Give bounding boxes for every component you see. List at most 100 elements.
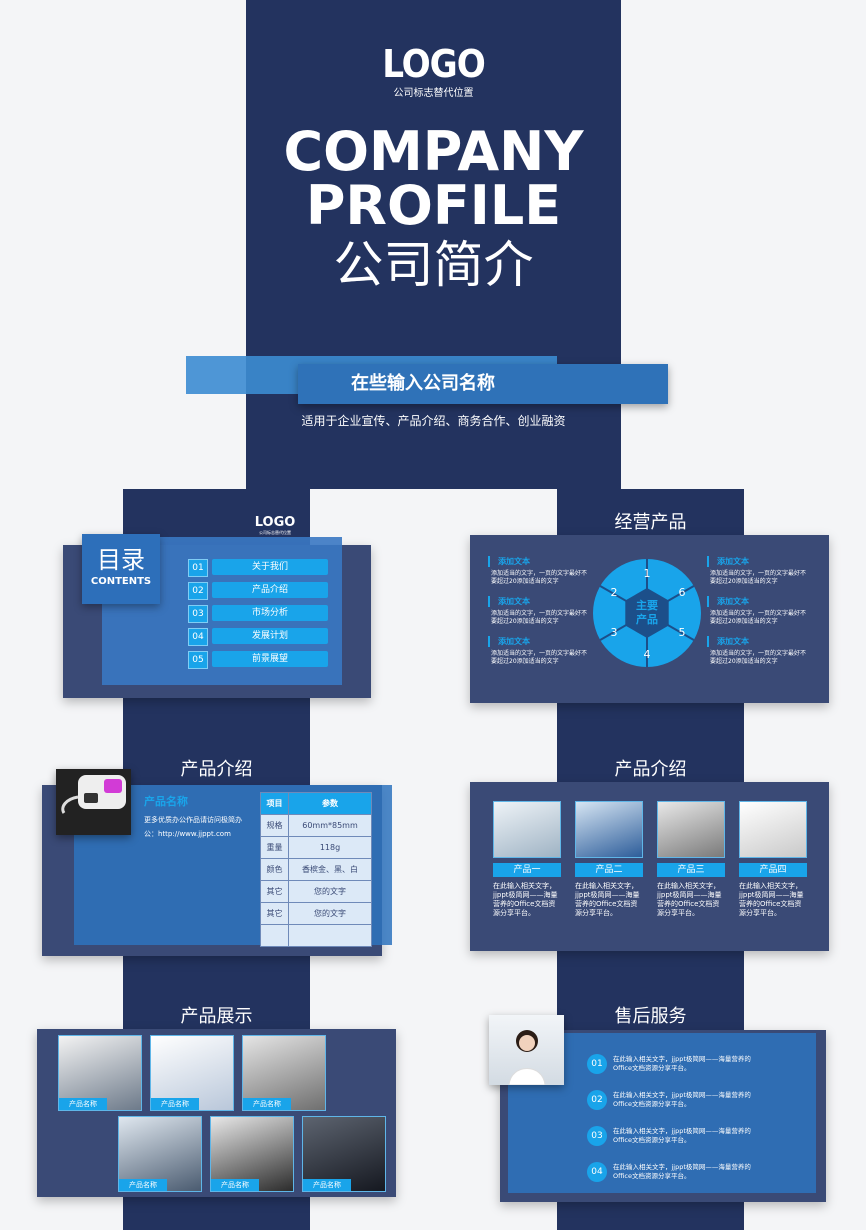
product-label: 产品一	[493, 863, 561, 877]
product-card[interactable]: 产品一 在此输入相关文字，jjppt极简网——海量营养的Office文档资源分享…	[493, 801, 561, 918]
item-label: 市场分析	[212, 605, 328, 621]
product-name: 产品名称	[144, 795, 188, 808]
cover-column	[246, 0, 621, 489]
wheel-center-label-1: 主要	[636, 598, 658, 612]
product-desc: 在此输入相关文字，jjppt极简网——海量营养的Office文档资源分享平台。	[575, 882, 640, 917]
item-label: 产品介绍	[212, 582, 328, 598]
logo-text: LOGO	[254, 515, 296, 530]
note-item: 添加文本 添加适当的文字，一页的文字最好不要超过20添加适当的文字	[488, 596, 588, 626]
table-cell: 其它	[260, 880, 289, 903]
service-number: 03	[587, 1126, 607, 1146]
note-body: 添加适当的文字，一页的文字最好不要超过20添加适当的文字	[491, 570, 588, 585]
table-cell: 您的文字	[288, 880, 372, 903]
item-number: 03	[188, 605, 208, 623]
note-head: 添加文本	[488, 596, 588, 607]
table-row: 其它您的文字	[260, 880, 372, 903]
showcase-item[interactable]: 产品名称	[210, 1116, 294, 1192]
showcase-label: 产品名称	[151, 1098, 199, 1110]
product-image	[739, 801, 807, 858]
service-text: 在此输入相关文字，jjppt极简网——海量营养的Office文档资源分享平台。	[613, 1055, 751, 1072]
list-item[interactable]: 05 前景展望	[188, 651, 328, 669]
list-item[interactable]: 04 发展计划	[188, 628, 328, 646]
intro1-text: 产品名称 更多优质办公作品请访问极简办公：http://www.jjppt.co…	[144, 793, 252, 841]
list-item[interactable]: 02 产品介绍	[188, 582, 328, 600]
logo-subtitle: 公司标志替代位置	[393, 88, 474, 99]
table-cell: 60mm*85mm	[288, 814, 372, 837]
table-cell: 118g	[288, 836, 372, 859]
service-item: 03 在此输入相关文字，jjppt极简网——海量营养的Office文档资源分享平…	[587, 1118, 757, 1154]
list-item[interactable]: 01 关于我们	[188, 559, 328, 577]
item-number: 01	[188, 559, 208, 577]
item-number: 02	[188, 582, 208, 600]
contents-heading-box: 目录 CONTENTS	[82, 534, 160, 604]
item-label: 关于我们	[212, 559, 328, 575]
note-head: 添加文本	[488, 556, 588, 567]
service-number: 01	[587, 1054, 607, 1074]
note-body: 添加适当的文字，一页的文字最好不要超过20添加适当的文字	[491, 610, 588, 625]
showcase-label: 产品名称	[59, 1098, 107, 1110]
table-header: 项目	[260, 792, 289, 815]
business-left-notes: 添加文本 添加适当的文字，一页的文字最好不要超过20添加适当的文字 添加文本 添…	[488, 556, 588, 666]
table-cell: 香槟金、黑、白	[288, 858, 372, 881]
table-cell: 规格	[260, 814, 289, 837]
note-head: 添加文本	[488, 636, 588, 647]
contents-heading: 目录	[97, 546, 145, 574]
product-label: 产品三	[657, 863, 725, 877]
intro2-products: 产品一 在此输入相关文字，jjppt极简网——海量营养的Office文档资源分享…	[493, 801, 813, 918]
service-text: 在此输入相关文字，jjppt极简网——海量营养的Office文档资源分享平台。	[613, 1091, 751, 1108]
socket-icon	[61, 775, 126, 814]
table-cell: 重量	[260, 836, 289, 859]
showcase-item[interactable]: 产品名称	[242, 1035, 326, 1111]
product-card[interactable]: 产品四 在此输入相关文字，jjppt极简网——海量营养的Office文档资源分享…	[739, 801, 807, 918]
table-cell: 您的文字	[288, 902, 372, 925]
table-row: 其它您的文字	[260, 902, 372, 925]
service-number: 02	[587, 1090, 607, 1110]
wheel-center-label-2: 产品	[636, 612, 658, 626]
product-card[interactable]: 产品三 在此输入相关文字，jjppt极简网——海量营养的Office文档资源分享…	[657, 801, 725, 918]
service-list: 01 在此输入相关文字，jjppt极简网——海量营养的Office文档资源分享平…	[587, 1046, 757, 1190]
showcase-title: 产品展示	[180, 1006, 253, 1027]
wheel-segment-4: 4	[644, 648, 651, 661]
showcase-label: 产品名称	[303, 1179, 351, 1191]
intro2-title: 产品介绍	[614, 759, 687, 780]
product-desc: 在此输入相关文字，jjppt极简网——海量营养的Office文档资源分享平台。	[739, 882, 804, 917]
cover-title-cn: 公司简介	[333, 236, 534, 294]
list-item[interactable]: 03 市场分析	[188, 605, 328, 623]
table-cell	[260, 924, 289, 947]
cover-subtitle: 适用于企业宣传、产品介绍、商务合作、创业融资	[301, 414, 566, 428]
service-item: 04 在此输入相关文字，jjppt极简网——海量营养的Office文档资源分享平…	[587, 1154, 757, 1190]
intro1-product-image	[56, 769, 131, 835]
wheel-segment-1: 1	[644, 567, 651, 580]
showcase-label: 产品名称	[119, 1179, 167, 1191]
product-card[interactable]: 产品二 在此输入相关文字，jjppt极简网——海量营养的Office文档资源分享…	[575, 801, 643, 918]
contents-list: 01 关于我们 02 产品介绍 03 市场分析 04 发展计划 05 前景展望	[188, 559, 328, 674]
product-label: 产品四	[739, 863, 807, 877]
cover-title-en-1: COMPANY	[283, 120, 584, 183]
wheel-segment-3: 3	[611, 626, 618, 639]
showcase-item[interactable]: 产品名称	[118, 1116, 202, 1192]
table-cell: 颜色	[260, 858, 289, 881]
product-desc: 更多优质办公作品请访问极简办公：http://www.jjppt.com	[144, 816, 242, 838]
note-head: 添加文本	[707, 556, 807, 567]
table-cell: 其它	[260, 902, 289, 925]
showcase-item[interactable]: 产品名称	[150, 1035, 234, 1111]
contents-heading-en: CONTENTS	[90, 576, 152, 587]
table-header: 参数	[288, 792, 372, 815]
note-body: 添加适当的文字，一页的文字最好不要超过20添加适当的文字	[710, 650, 807, 665]
product-desc: 在此输入相关文字，jjppt极简网——海量营养的Office文档资源分享平台。	[657, 882, 722, 917]
product-desc: 在此输入相关文字，jjppt极简网——海量营养的Office文档资源分享平台。	[493, 882, 558, 917]
showcase-label: 产品名称	[243, 1098, 291, 1110]
note-item: 添加文本 添加适当的文字，一页的文字最好不要超过20添加适当的文字	[488, 636, 588, 666]
cover-logo: LOGO 公司标志替代位置	[246, 44, 621, 99]
product-image	[657, 801, 725, 858]
showcase-item[interactable]: 产品名称	[302, 1116, 386, 1192]
service-item: 02 在此输入相关文字，jjppt极简网——海量营养的Office文档资源分享平…	[587, 1082, 757, 1118]
service-item: 01 在此输入相关文字，jjppt极简网——海量营养的Office文档资源分享平…	[587, 1046, 757, 1082]
showcase-item[interactable]: 产品名称	[58, 1035, 142, 1111]
note-item: 添加文本 添加适当的文字，一页的文字最好不要超过20添加适当的文字	[707, 596, 807, 626]
wheel-segment-6: 6	[679, 586, 686, 599]
service-title: 售后服务	[614, 1006, 687, 1027]
